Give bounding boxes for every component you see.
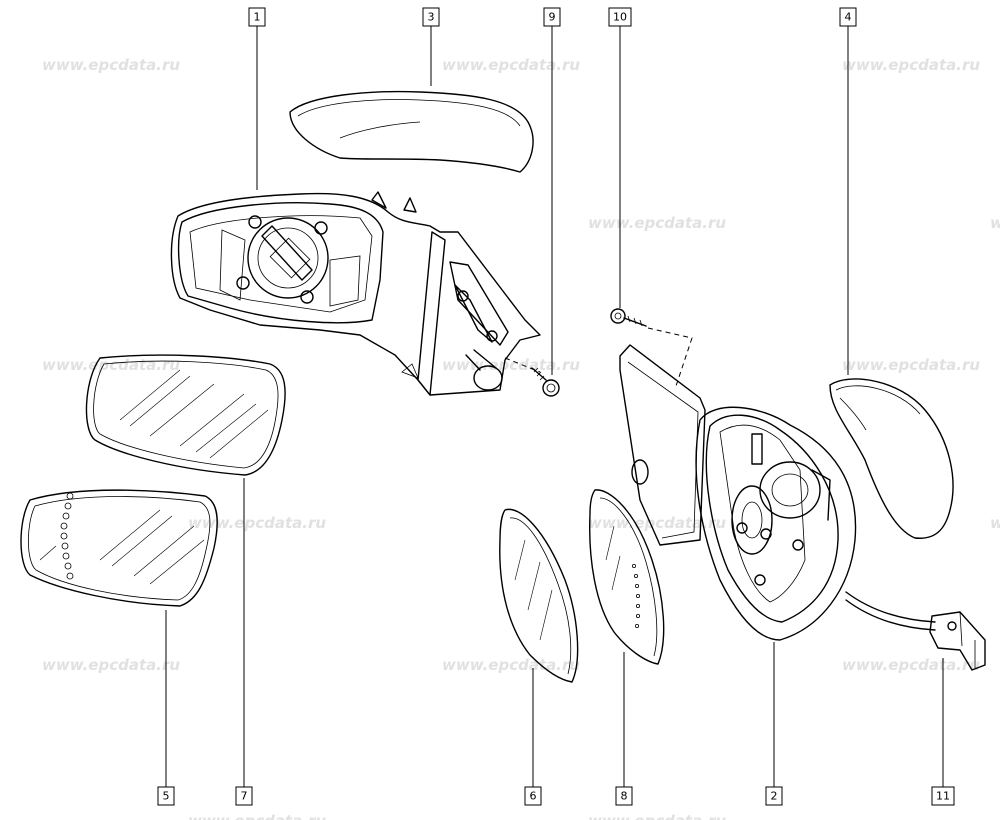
- callout-10: 10: [608, 7, 632, 27]
- part-10-screw: [610, 308, 693, 387]
- part-4-lower-cover: [829, 378, 954, 539]
- watermark: www.epcdata.ru: [42, 656, 180, 674]
- callout-3: 3: [422, 7, 440, 27]
- part-2-mirror-shell: [695, 406, 857, 641]
- callout-11: 11: [931, 786, 955, 806]
- callout-label: 6: [530, 790, 537, 803]
- callout-label: 2: [771, 790, 778, 803]
- part-3-mirror-cap: [289, 90, 534, 173]
- callout-9: 9: [543, 7, 561, 27]
- callout-6: 6: [524, 786, 542, 806]
- watermark: www.epcdata.ru: [42, 356, 180, 374]
- leader-lines: [165, 25, 944, 788]
- watermark: www.epcdata.ru: [442, 56, 580, 74]
- callout-5: 5: [157, 786, 175, 806]
- watermark: www.epcdata.ru: [188, 812, 326, 820]
- callout-label: 5: [163, 790, 170, 803]
- watermark: www.epcdata.ru: [588, 514, 726, 532]
- callout-label: 8: [621, 790, 628, 803]
- watermark-layer: www.epcdata.ru www.epcdata.ru www.epcdat…: [42, 56, 1000, 820]
- part-7-mirror-glass: [85, 354, 286, 476]
- part-5-mirror-glass-heated: [20, 489, 218, 607]
- watermark: www.epcdata.ru: [588, 214, 726, 232]
- callout-label: 3: [428, 11, 435, 24]
- callout-2: 2: [765, 786, 783, 806]
- callout-4: 4: [839, 7, 857, 27]
- watermark: www.epcdata.ru: [442, 656, 580, 674]
- watermark: www.epcdata.ru: [842, 656, 980, 674]
- watermark: www.epcdata.ru: [588, 812, 726, 820]
- watermark: www.epcdata.ru: [842, 56, 980, 74]
- callout-1: 1: [248, 7, 266, 27]
- watermark: www.epcdata.ru: [990, 214, 1000, 232]
- watermark: www.epcdata.ru: [442, 356, 580, 374]
- part-6-mirror-glass: [499, 508, 579, 683]
- callout-label: 1: [254, 11, 261, 24]
- watermark: www.epcdata.ru: [990, 514, 1000, 532]
- callout-label: 10: [613, 11, 627, 24]
- watermark: www.epcdata.ru: [42, 56, 180, 74]
- part-1-mirror-housing: [170, 191, 541, 396]
- part-9-screw: [504, 357, 560, 397]
- callout-7: 7: [235, 786, 253, 806]
- callout-label: 7: [241, 790, 248, 803]
- part-8-mirror-glass-heated: [589, 489, 665, 665]
- part-11-connector: [845, 591, 986, 671]
- watermark: www.epcdata.ru: [188, 514, 326, 532]
- callout-label: 9: [549, 11, 556, 24]
- watermark: www.epcdata.ru: [842, 356, 980, 374]
- callout-label: 11: [936, 790, 950, 803]
- callout-label: 4: [845, 11, 852, 24]
- callout-8: 8: [615, 786, 633, 806]
